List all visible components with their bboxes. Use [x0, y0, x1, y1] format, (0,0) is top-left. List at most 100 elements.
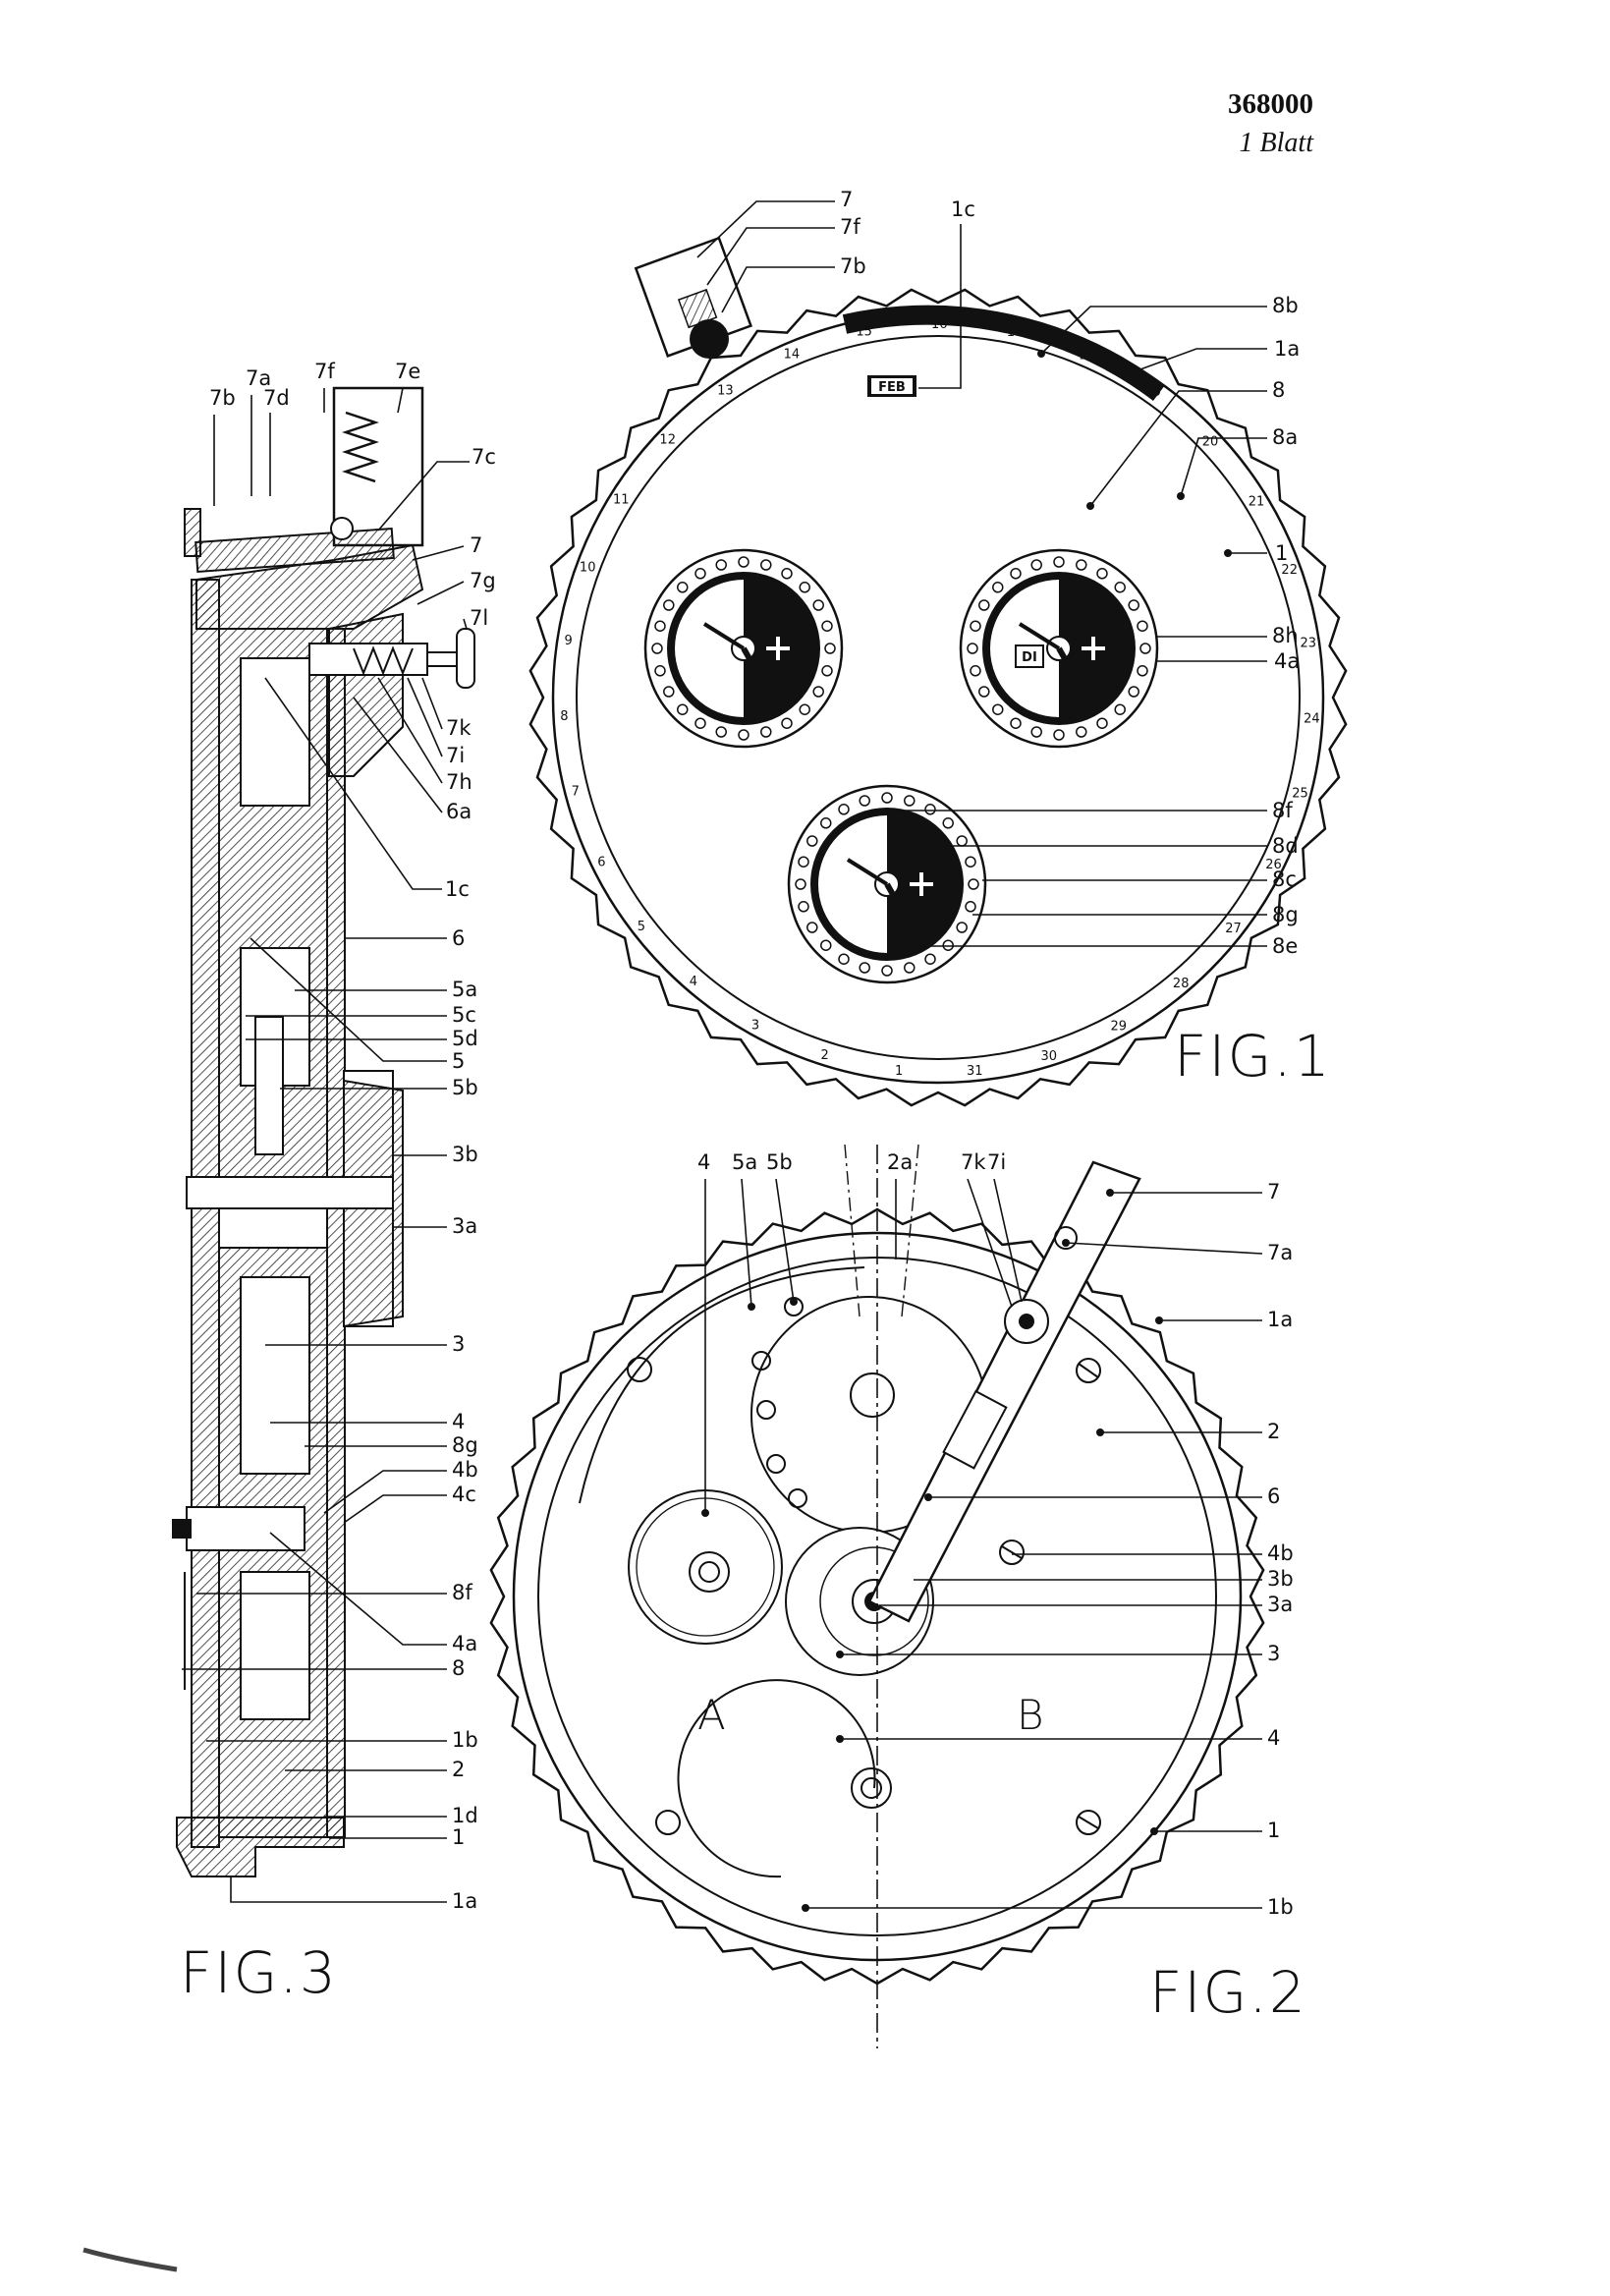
leader-dot [1062, 1239, 1070, 1247]
leader-dot [748, 1303, 755, 1311]
fig1-callout-8e: 8e [1272, 934, 1298, 958]
subdial-hole [1030, 559, 1042, 571]
leader-line [343, 1494, 447, 1524]
ring-scale-numeral: 16 [931, 317, 948, 332]
subdial-hole [1053, 556, 1065, 568]
fig3-callout-3b: 3b [452, 1143, 478, 1166]
fig3-callout-8f: 8f [452, 1581, 472, 1604]
case-body-section [191, 579, 346, 1848]
subdial-hole [859, 795, 870, 807]
sub-dial-left [643, 548, 844, 749]
screw-heads [627, 1357, 1101, 1835]
leader-line [967, 1178, 1013, 1308]
fig3-callout-5a: 5a [452, 978, 477, 1001]
fig3-callout-7c: 7c [472, 445, 496, 469]
fig2-callout-1: 1 [1267, 1819, 1280, 1842]
fig2-caption: FIG.2 [1149, 1959, 1307, 2026]
leader-line [377, 677, 443, 784]
ring-scale-numeral: 28 [1173, 977, 1190, 991]
ring-scale-numeral: 11 [613, 492, 630, 507]
fig1-callout-8h: 8h [1272, 624, 1299, 647]
section-line-left [844, 1144, 861, 1317]
fig1-callout-8c: 8c [1272, 868, 1297, 891]
fig3-callout-7k: 7k [446, 716, 472, 740]
leader-line [412, 545, 465, 561]
crown-pusher-section [308, 628, 475, 689]
half-label-b: B [1017, 1691, 1046, 1739]
leader-dot [1096, 1428, 1104, 1436]
fig1-callout-4a: 4a [1274, 649, 1300, 673]
fig1-callout-8f: 8f [1272, 799, 1293, 822]
subdial-hole [1114, 703, 1126, 715]
ring-scale-numeral: 8 [560, 709, 568, 724]
plus-mark [1082, 637, 1105, 660]
fig3-callout-1c: 1c [445, 877, 470, 901]
leader-line [1065, 1242, 1263, 1255]
subdial-hole [824, 643, 836, 654]
base-plate-section [176, 1817, 345, 1877]
ring-scale-numeral: 12 [659, 433, 676, 448]
leader-dot [1177, 492, 1185, 500]
fig3-top-callout-7e: 7e [395, 360, 420, 383]
cannon-pinion-section [172, 1070, 404, 1551]
fig2-callout-7: 7 [1267, 1180, 1280, 1204]
subdial-hole [820, 817, 832, 829]
leader-line [706, 227, 835, 286]
sub-dial-bottom [787, 784, 987, 984]
subdial-hole [1010, 568, 1022, 580]
subdial-hole [798, 856, 809, 868]
ring-scale-numeral: 18 [1079, 348, 1095, 363]
fig1-callout-8b: 8b [1272, 294, 1299, 317]
subdial-hand-long [846, 858, 889, 886]
leader-dot [1224, 549, 1232, 557]
fig2-callout-3b: 3b [1267, 1567, 1294, 1591]
leader-dot [924, 1493, 932, 1501]
knurl-edge [528, 288, 1348, 1107]
subdial-hole [881, 792, 893, 804]
leader-line [1180, 437, 1267, 497]
fig1-callout-7b: 7b [840, 254, 866, 278]
leader-line [1040, 306, 1267, 355]
fig3-top-callout-7a: 7a [246, 366, 271, 390]
ring-scale-numeral: 31 [967, 1064, 983, 1079]
subdial-hole [978, 599, 990, 611]
leader-dot [701, 1509, 709, 1517]
sub-dial-right [959, 548, 1159, 749]
subdial-hole [1010, 717, 1022, 729]
fig3-callout-8g: 8g [452, 1433, 478, 1457]
fig2-callout-7a: 7a [1267, 1241, 1293, 1264]
leader-line [377, 461, 470, 532]
fig2-top-callout-4: 4 [697, 1150, 710, 1174]
ring-scale-numeral: 21 [1249, 495, 1265, 510]
plus-mark [910, 872, 933, 896]
leader-line [741, 1178, 752, 1308]
subdial-hole [1096, 568, 1108, 580]
subdial-hole [1139, 643, 1151, 654]
fig3-callout-7l: 7l [470, 606, 488, 630]
subdial-hole [1128, 686, 1139, 698]
fig2-top-callout-5a: 5a [732, 1150, 757, 1174]
callout-leaders [701, 1178, 1263, 1912]
sheet-count: 1 Blatt [1239, 128, 1313, 158]
fig2-top-callout-5b: 5b [766, 1150, 793, 1174]
subdial-hole [978, 686, 990, 698]
subdial-hole [677, 703, 689, 715]
subdial-hole [970, 665, 981, 677]
ring-scale-numeral: 30 [1041, 1049, 1058, 1064]
ring-scale-numeral: 24 [1304, 712, 1320, 727]
callout-leaders [696, 200, 1267, 947]
subdial-hole [654, 620, 666, 632]
subdial-hole [859, 962, 870, 974]
leader-line [264, 677, 442, 890]
subdial-hole [965, 856, 976, 868]
leader-dot [790, 1298, 798, 1306]
leader-dot [1126, 369, 1134, 377]
plus-mark [766, 637, 790, 660]
ring-scale-numeral: 26 [1265, 858, 1282, 872]
subdial-hole [821, 665, 833, 677]
subdial-hole [799, 582, 810, 593]
fig3-callout-4b: 4b [452, 1458, 478, 1482]
